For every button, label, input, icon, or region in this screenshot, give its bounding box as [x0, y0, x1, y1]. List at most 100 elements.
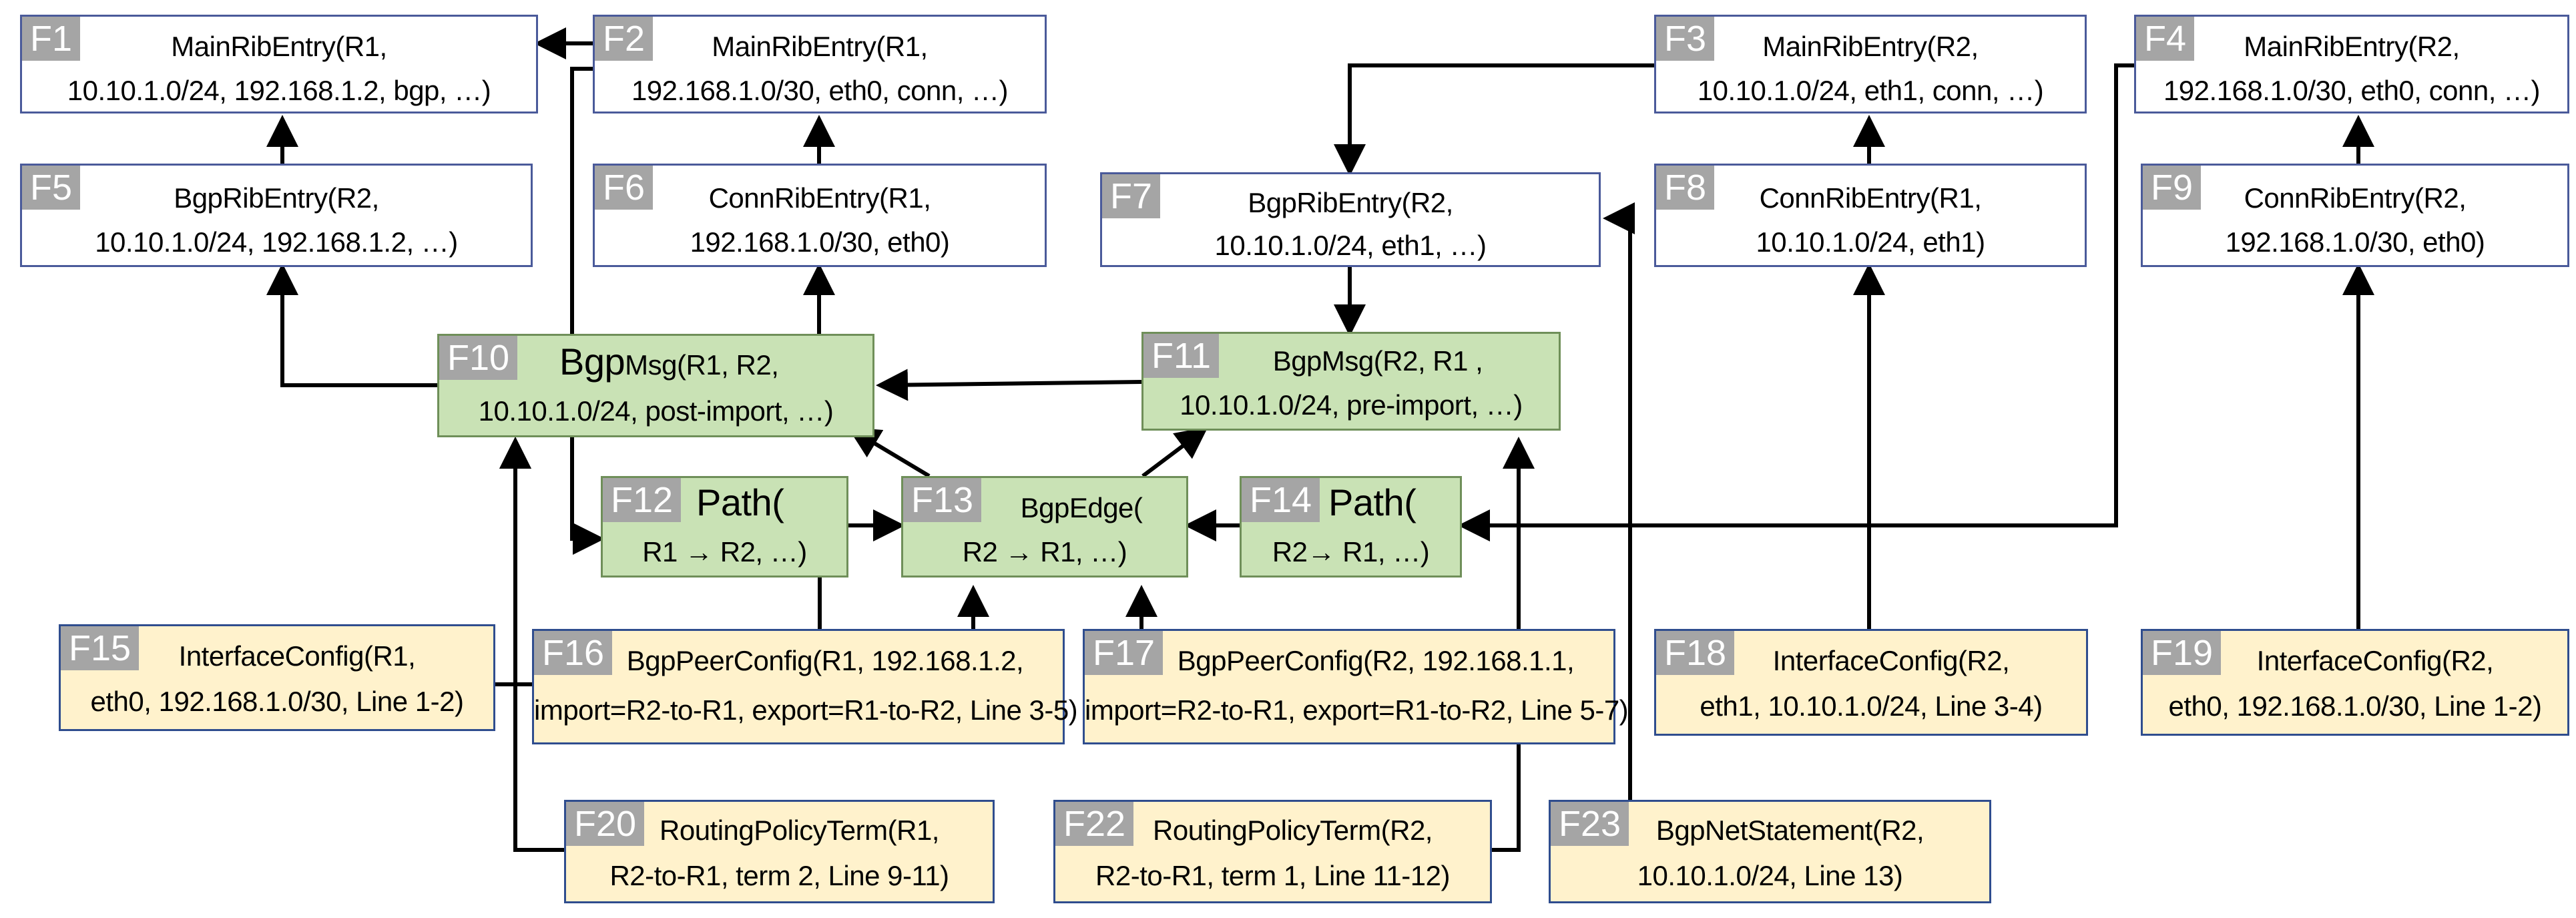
node-label-line2: R2 → R1, …)	[962, 536, 1127, 567]
edge-f11-f10	[876, 369, 1142, 401]
node-label-line1: BgpRibEntry(R2,	[174, 182, 379, 214]
node-label-line1: ConnRibEntry(R2,	[2244, 182, 2467, 214]
node-label-line2: eth1, 10.10.1.0/24, Line 3-4)	[1700, 690, 2043, 722]
node-f20: F20 RoutingPolicyTerm(R1, R2-to-R1, term…	[564, 800, 995, 903]
node-label-line2: 10.10.1.0/24, eth1)	[1756, 226, 1985, 258]
node-f13: F13 BgpEdge( R2 → R1, …)	[901, 476, 1188, 578]
edge-f20-f10	[499, 437, 564, 852]
node-id: F22	[1055, 802, 1134, 846]
node-label-line2: R2-to-R1, term 2, Line 9-11)	[609, 860, 949, 891]
node-id: F5	[22, 166, 81, 210]
node-id: F7	[1102, 174, 1161, 218]
node-label-line1: MainRibEntry(R2,	[1762, 31, 1979, 62]
node-id: F10	[439, 336, 518, 380]
node-f12: F12 Path( R1 → R2, …)	[601, 476, 848, 578]
node-id: F11	[1143, 334, 1220, 378]
edge-f22-f11	[1492, 437, 1535, 852]
node-label-line1: BgpMsg(R2, R1 ,	[1272, 345, 1483, 377]
node-label-line2: 192.168.1.0/30, eth0)	[690, 226, 950, 258]
node-label-line1: InterfaceConfig(R2,	[2256, 645, 2494, 676]
node-id: F1	[22, 17, 81, 61]
node-label-prefix: Bgp	[559, 340, 625, 383]
node-label-line1: BgpPeerConfig(R1, 192.168.1.2,	[626, 645, 1024, 676]
node-label-line1: Path(	[1328, 481, 1416, 523]
node-id: F13	[903, 478, 982, 522]
node-label-line2: R2→ R1, …)	[1272, 536, 1430, 567]
edge-f15-f10	[495, 437, 531, 686]
node-label-line2: 10.10.1.0/24, pre-import, …)	[1180, 389, 1523, 421]
node-f16: F16 BgpPeerConfig(R1, 192.168.1.2, impor…	[532, 629, 1078, 744]
node-label-line2: import=R2-to-R1, export=R1-to-R2, Line 5…	[1085, 694, 1629, 726]
node-label-line2: 10.10.1.0/24, post-import, …)	[478, 395, 834, 427]
node-label-line1: BgpEdge(	[1020, 492, 1143, 523]
node-label-rest: Msg(R1, R2,	[625, 349, 779, 381]
node-label-line1: MainRibEntry(R2,	[2244, 31, 2460, 62]
node-f9: F9 ConnRibEntry(R2, 192.168.1.0/30, eth0…	[2141, 164, 2569, 267]
edge-f13-f11	[1141, 427, 1208, 478]
node-label-line2: 10.10.1.0/24, Line 13)	[1637, 860, 1903, 891]
node-label-line1: ConnRibEntry(R1,	[708, 182, 931, 214]
node-f1: F1 MainRibEntry(R1, 10.10.1.0/24, 192.16…	[20, 15, 538, 113]
node-label-line2: eth0, 192.168.1.0/30, Line 1-2)	[2168, 690, 2542, 722]
node-f10: F10 BgpMsg(R1, R2, 10.10.1.0/24, post-im…	[437, 334, 874, 437]
node-id: F23	[1551, 802, 1629, 846]
edge-f23-f7	[1603, 202, 1635, 800]
node-label-line1: BgpMsg(R1, R2,	[559, 340, 779, 386]
node-f7: F7 BgpRibEntry(R2, 10.10.1.0/24, eth1, ……	[1100, 172, 1601, 267]
node-id: F4	[2136, 17, 2195, 61]
node-label-line2: 10.10.1.0/24, 192.168.1.2, …)	[95, 226, 458, 258]
node-f22: F22 RoutingPolicyTerm(R2, R2-to-R1, term…	[1053, 800, 1492, 903]
node-f5: F5 BgpRibEntry(R2, 10.10.1.0/24, 192.168…	[20, 164, 533, 267]
node-id: F18	[1656, 631, 1735, 675]
node-id: F8	[1656, 166, 1715, 210]
node-label-line2: 10.10.1.0/24, eth1, …)	[1214, 230, 1487, 261]
node-label-line1: MainRibEntry(R1,	[171, 31, 387, 62]
node-id: F12	[603, 478, 682, 522]
node-label-line1: BgpRibEntry(R2,	[1248, 187, 1453, 218]
node-label-line1: InterfaceConfig(R2,	[1772, 645, 2010, 676]
node-f2: F2 MainRibEntry(R1, 192.168.1.0/30, eth0…	[593, 15, 1047, 113]
node-f11: F11 BgpMsg(R2, R1 , 10.10.1.0/24, pre-im…	[1141, 332, 1561, 431]
node-id: F3	[1656, 17, 1715, 61]
node-label-line2: 10.10.1.0/24, eth1, conn, …)	[1697, 75, 2044, 106]
node-label-line2: 192.168.1.0/30, eth0, conn, …)	[631, 75, 1009, 106]
node-id: F9	[2143, 166, 2202, 210]
node-f23: F23 BgpNetStatement(R2, 10.10.1.0/24, Li…	[1549, 800, 1991, 903]
node-f3: F3 MainRibEntry(R2, 10.10.1.0/24, eth1, …	[1654, 15, 2087, 113]
node-f18: F18 InterfaceConfig(R2, eth1, 10.10.1.0/…	[1654, 629, 2088, 736]
node-label-line1: ConnRibEntry(R1,	[1759, 182, 1982, 214]
node-id: F17	[1085, 631, 1164, 675]
node-label-line2: eth0, 192.168.1.0/30, Line 1-2)	[90, 686, 464, 717]
node-id: F20	[566, 802, 645, 846]
node-id: F6	[595, 166, 654, 210]
node-f8: F8 ConnRibEntry(R1, 10.10.1.0/24, eth1)	[1654, 164, 2087, 267]
node-label-line2: 192.168.1.0/30, eth0)	[2225, 226, 2485, 258]
node-f17: F17 BgpPeerConfig(R2, 192.168.1.1, impor…	[1083, 629, 1629, 744]
node-id: F14	[1242, 478, 1320, 522]
node-label-line2: R1 → R2, …)	[642, 536, 807, 567]
node-id: F19	[2143, 631, 2222, 675]
node-label-line1: MainRibEntry(R1,	[712, 31, 928, 62]
node-id: F15	[61, 626, 140, 670]
node-f14: F14 Path( R2→ R1, …)	[1240, 476, 1462, 578]
node-label-line2: import=R2-to-R1, export=R1-to-R2, Line 3…	[534, 694, 1078, 726]
node-label-line2: 192.168.1.0/30, eth0, conn, …)	[2163, 75, 2541, 106]
edge-f2-f12	[570, 67, 605, 555]
node-label-line1: BgpNetStatement(R2,	[1655, 815, 1924, 846]
node-label-line1: InterfaceConfig(R1,	[178, 640, 416, 672]
node-f4: F4 MainRibEntry(R2, 192.168.1.0/30, eth0…	[2134, 15, 2569, 113]
node-label-line1: RoutingPolicyTerm(R1,	[660, 815, 939, 846]
edge-f3-f7	[1334, 63, 1654, 176]
node-label-line1: Path(	[696, 481, 784, 523]
node-label-line1: BgpPeerConfig(R2, 192.168.1.1,	[1177, 645, 1575, 676]
node-id: F16	[534, 631, 613, 675]
node-id: F2	[595, 17, 654, 61]
edge-f10-f5	[266, 263, 437, 387]
edge-f4-f14	[1458, 63, 2134, 541]
node-label-line1: RoutingPolicyTerm(R2,	[1153, 815, 1433, 846]
node-label-line2: R2-to-R1, term 1, Line 11-12)	[1095, 860, 1450, 891]
node-f6: F6 ConnRibEntry(R1, 192.168.1.0/30, eth0…	[593, 164, 1047, 267]
node-f15: F15 InterfaceConfig(R1, eth0, 192.168.1.…	[59, 624, 495, 731]
